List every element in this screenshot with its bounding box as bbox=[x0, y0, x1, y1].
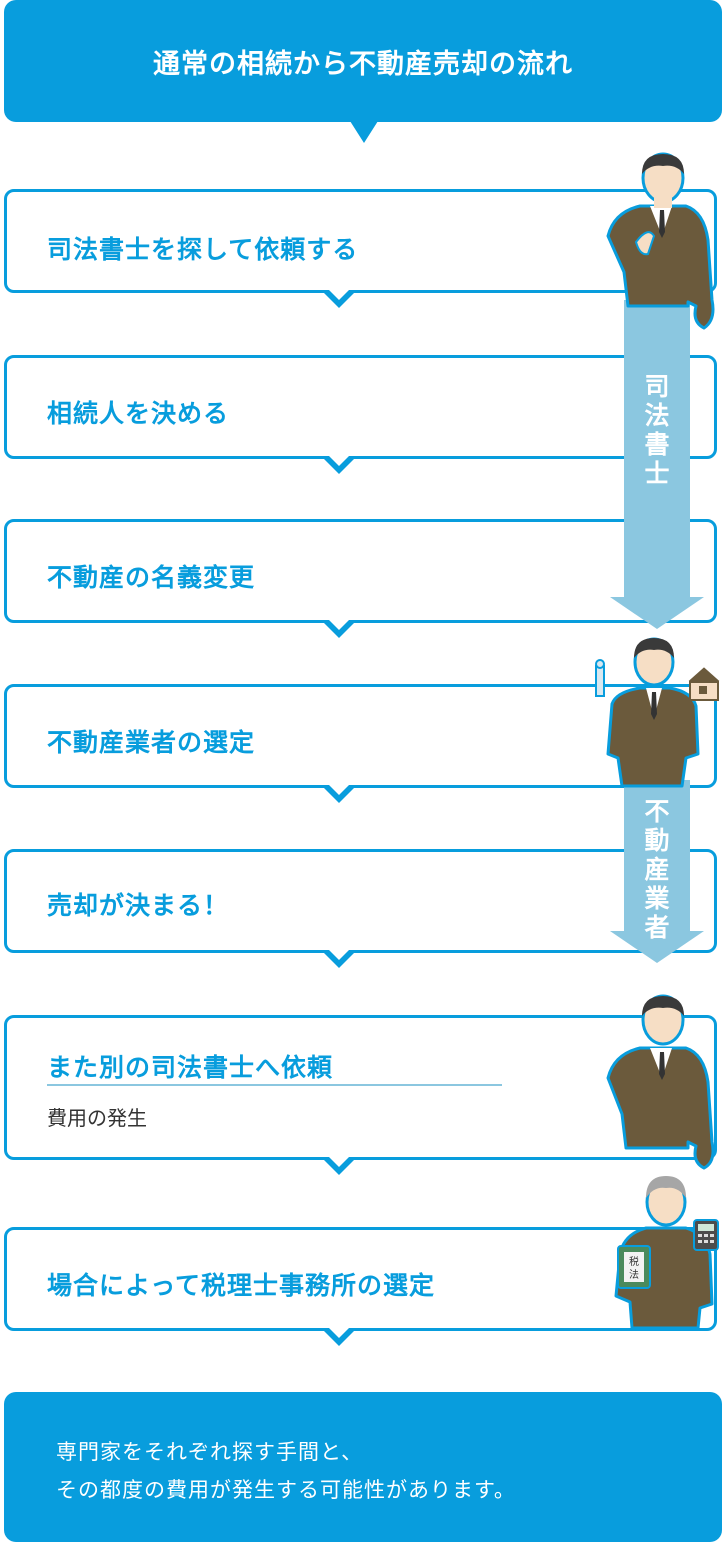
step-sub-6: 費用の発生 bbox=[47, 1106, 147, 1130]
footer-line-1: 専門家をそれぞれ探す手間と、 bbox=[56, 1440, 364, 1464]
step-pointer-1 bbox=[322, 287, 356, 308]
fudosan-arrow-label: 不 動 産 業 者 bbox=[644, 797, 670, 942]
fudosan-person-icon bbox=[595, 637, 722, 788]
step-pointer-5 bbox=[322, 947, 356, 968]
step-box-3: 不動産の名義変更 bbox=[4, 519, 717, 623]
step-label-5: 売却が決まる！ bbox=[47, 891, 230, 920]
step-pointer-3 bbox=[322, 617, 356, 638]
step-label-1: 司法書士を探して依頼する bbox=[47, 235, 359, 264]
page-header: 通常の相続から不動産売却の流れ bbox=[4, 0, 722, 122]
tax-accountant-person-icon: 税 法 bbox=[614, 1176, 719, 1330]
fudosan-arrow bbox=[624, 780, 690, 932]
shihoshoshi-arrow-label: 司 法 書 士 bbox=[644, 372, 670, 488]
book-char-1: 税 bbox=[629, 1255, 639, 1268]
step-box-6: また別の司法書士へ依頼 費用の発生 bbox=[4, 1015, 717, 1160]
footer-note: 専門家をそれぞれ探す手間と、 その都度の費用が発生する可能性があります。 bbox=[4, 1392, 722, 1542]
step-box-1: 司法書士を探して依頼する bbox=[4, 189, 717, 293]
step-label-7: 場合によって税理士事務所の選定 bbox=[47, 1271, 436, 1300]
book-char-2: 法 bbox=[629, 1268, 639, 1281]
step-label-2: 相続人を決める bbox=[47, 399, 230, 428]
step-label-6: また別の司法書士へ依頼 bbox=[47, 1053, 334, 1082]
page-title: 通常の相続から不動産売却の流れ bbox=[153, 49, 573, 80]
step-pointer-7 bbox=[322, 1325, 356, 1346]
footer-line-2: その都度の費用が発生する可能性があります。 bbox=[56, 1478, 516, 1502]
step-label-3: 不動産の名義変更 bbox=[47, 563, 256, 592]
step-box-4: 不動産業者の選定 bbox=[4, 684, 717, 788]
shihoshoshi-arrow bbox=[624, 300, 690, 598]
step-box-7: 場合によって税理士事務所の選定 bbox=[4, 1227, 717, 1331]
step-box-5: 売却が決まる！ bbox=[4, 849, 717, 953]
shihoshoshi-person-icon bbox=[606, 152, 715, 330]
step-divider-6 bbox=[47, 1084, 502, 1086]
header-pointer bbox=[350, 121, 378, 143]
shihoshoshi-arrow-head bbox=[610, 597, 704, 629]
step-pointer-6 bbox=[322, 1154, 356, 1175]
fudosan-arrow-head bbox=[610, 931, 704, 963]
step-box-2: 相続人を決める bbox=[4, 355, 717, 459]
step-pointer-2 bbox=[322, 453, 356, 474]
shihoshoshi-person-icon-2 bbox=[606, 994, 715, 1170]
step-pointer-4 bbox=[322, 782, 356, 803]
step-label-4: 不動産業者の選定 bbox=[47, 728, 256, 757]
